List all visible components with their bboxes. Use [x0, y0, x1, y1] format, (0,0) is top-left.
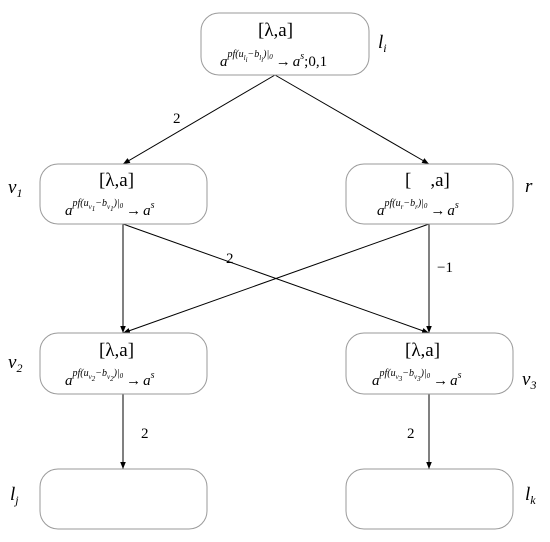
node-v3: [λ,a] apf(uv3−bv3)|0→as — [345, 332, 514, 395]
edge-li-v1 — [122, 74, 276, 165]
node-lk — [345, 468, 514, 530]
node-lj — [39, 468, 208, 530]
node-v2-label: v2 — [8, 352, 22, 375]
node-v1: [λ,a] apf(uv1−bv1)|0→as — [39, 163, 208, 225]
node-v2-bracket: [λ,a] — [99, 340, 134, 361]
node-v2-expression: apf(uv2−bv2)|0→as — [65, 368, 155, 389]
edge-label-v2-lj: 2 — [141, 426, 149, 442]
node-li-bracket: [λ,a] — [258, 20, 293, 41]
node-v1-bracket: [λ,a] — [99, 170, 134, 191]
edge-li-r — [274, 74, 430, 165]
node-v3-bracket: [λ,a] — [405, 340, 440, 361]
node-li-label: li — [378, 32, 387, 55]
edge-r-v2 — [122, 223, 430, 334]
node-v3-label: v3 — [522, 369, 536, 392]
node-v1-label: v1 — [8, 177, 22, 200]
edge-label-v1-v3: 2 — [226, 251, 234, 267]
edge-label-li-v1: 2 — [173, 111, 181, 127]
node-lk-label: lk — [525, 484, 536, 507]
edge-label-v3-lk: 2 — [407, 426, 415, 442]
node-li-expression: apf(uli−bli)|0→as;0,1 — [220, 49, 327, 70]
edge-label-r-v3: −1 — [437, 260, 453, 276]
node-lj-label: lj — [10, 484, 19, 507]
node-r: [ ,a] apf(ur−br)|0→as — [345, 163, 514, 225]
node-v2: [λ,a] apf(uv2−bv2)|0→as — [39, 332, 208, 395]
node-li: [λ,a] apf(uli−bli)|0→as;0,1 — [200, 12, 370, 76]
node-r-bracket: [ ,a] — [405, 170, 450, 191]
node-v1-expression: apf(uv1−bv1)|0→as — [65, 198, 155, 219]
node-r-label: r — [525, 176, 533, 197]
node-v3-expression: apf(uv3−bv3)|0→as — [372, 368, 462, 389]
node-r-expression: apf(ur−br)|0→as — [377, 198, 459, 219]
